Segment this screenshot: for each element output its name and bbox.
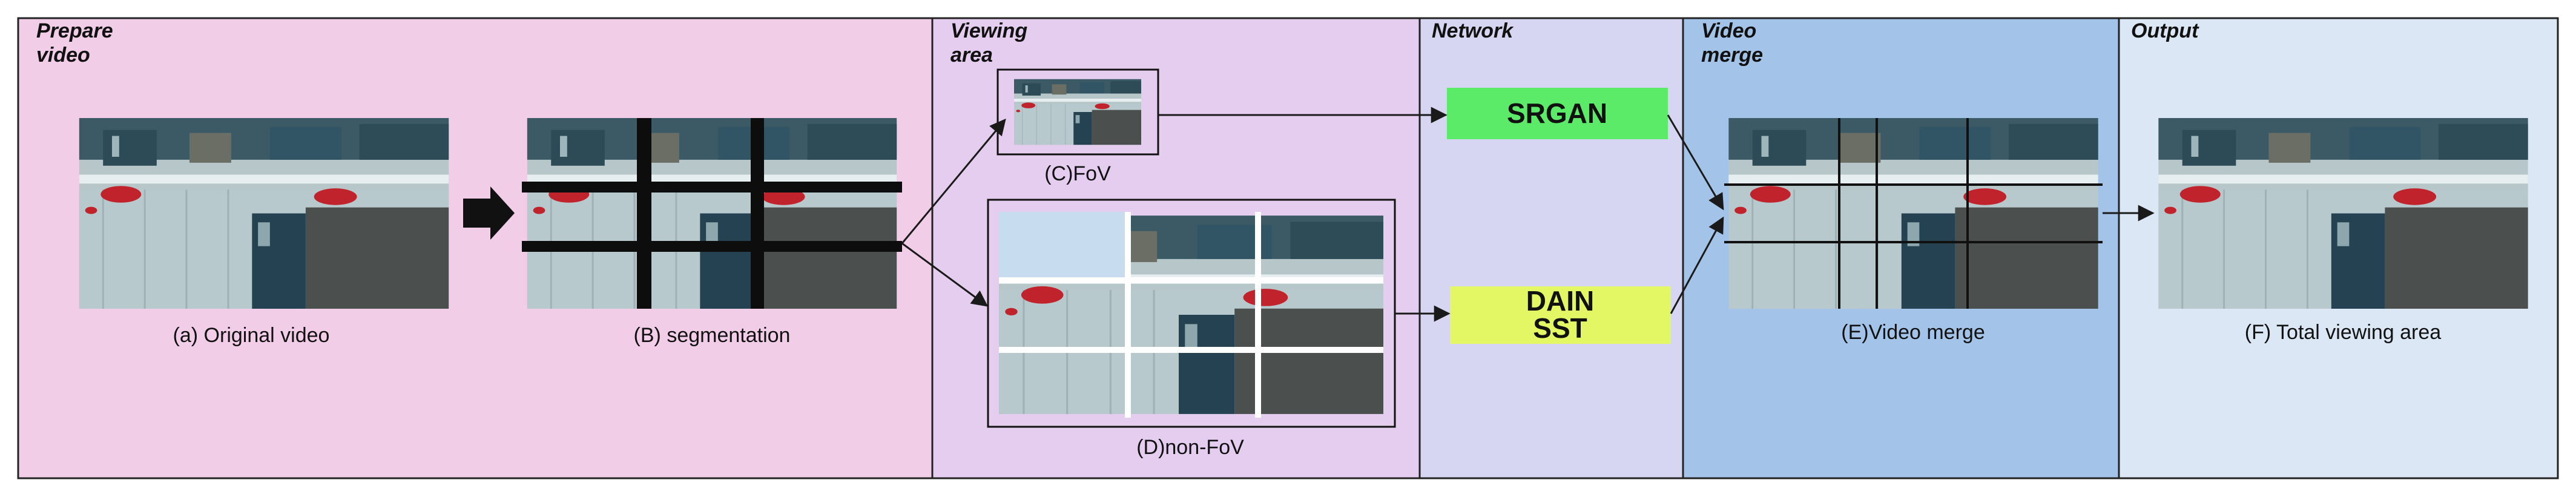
section-title-prepare-1: Prepare [36, 19, 113, 42]
merge-frame [1727, 118, 2100, 309]
arrow-seg-to-fov [901, 118, 1006, 244]
arrow-dain-to-merge [1670, 216, 1724, 314]
caption-total: (F) Total viewing area [2245, 321, 2441, 344]
segmentation-grid [522, 118, 902, 309]
output-frame [2157, 118, 2529, 309]
thick-right-arrow-icon [463, 186, 515, 240]
dain-box [1450, 286, 1671, 344]
section-title-merge-1: Video [1701, 19, 1756, 42]
section-title-merge-2: merge [1701, 44, 1763, 67]
section-title-output: Output [2131, 19, 2199, 42]
caption-fov: (C)FoV [1044, 162, 1111, 185]
section-title-prepare-2: video [36, 44, 90, 67]
fov-frame [1014, 79, 1141, 145]
caption-merge: (E)Video merge [1841, 321, 1985, 344]
caption-segmentation: (B) segmentation [634, 324, 791, 347]
section-network [1418, 17, 1684, 479]
srgan-box [1447, 88, 1668, 139]
dain-label-2: SST [1533, 312, 1587, 344]
caption-nonfov: (D)non-FoV [1136, 436, 1244, 459]
section-title-viewing-1: Viewing [950, 19, 1027, 42]
segmentation-frame [526, 118, 898, 309]
original-video-frame [78, 118, 450, 309]
fov-box [996, 68, 1159, 156]
caption-original: (a) Original video [173, 324, 330, 347]
arrow-srgan-to-merge [1667, 114, 1724, 211]
section-title-viewing-2: area [950, 44, 993, 67]
section-title-network: Network [1432, 19, 1514, 42]
dain-label-1: DAIN [1526, 285, 1594, 317]
srgan-label: SRGAN [1507, 97, 1607, 129]
arrow-seg-to-nonfov [901, 242, 989, 307]
merge-grid [1724, 118, 2103, 309]
nonfov-tiles [999, 212, 1383, 418]
